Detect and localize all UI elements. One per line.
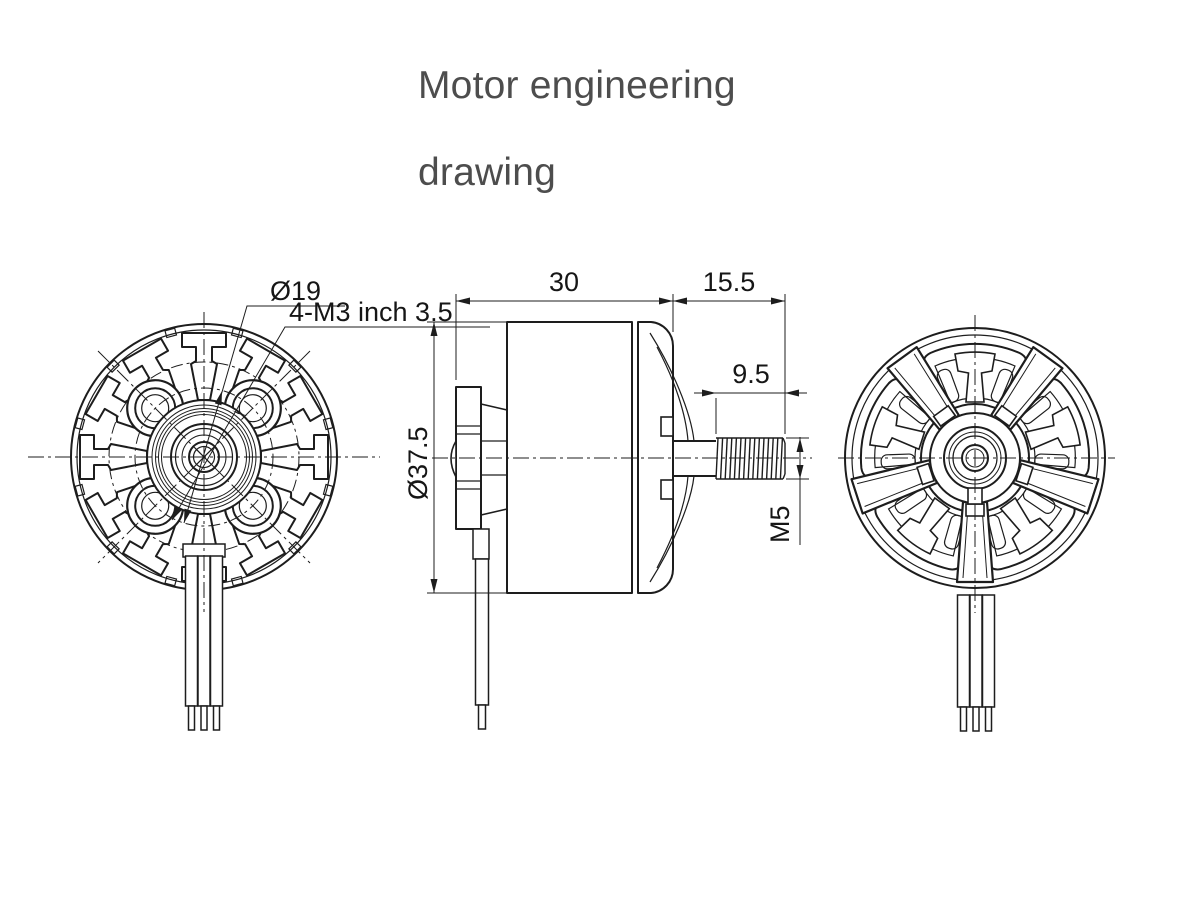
page-title-line2: drawing bbox=[418, 151, 556, 195]
rear-wires bbox=[956, 594, 996, 732]
front-centerlines bbox=[28, 312, 380, 612]
front-wires bbox=[182, 543, 226, 731]
shaft bbox=[660, 416, 786, 500]
rear-centerlines bbox=[838, 315, 1115, 613]
label-bolt-circle-dia: Ø19 bbox=[270, 276, 321, 306]
page-title: Motor engineering drawing bbox=[418, 64, 736, 195]
side-view-dimensions: 30 15.5 9.5 Ø37.5 M5 bbox=[403, 267, 809, 594]
dim-thread-length: 9.5 bbox=[732, 359, 770, 389]
front-view-labels: Ø19 4-M3 inch 3.5 bbox=[171, 276, 490, 524]
rear-view-drawing bbox=[838, 315, 1115, 732]
dim-body-diameter: Ø37.5 bbox=[403, 426, 433, 500]
dim-body-length: 30 bbox=[549, 267, 579, 297]
side-view-drawing bbox=[432, 321, 812, 730]
page-title-line1: Motor engineering bbox=[418, 64, 736, 107]
dim-thread-spec: M5 bbox=[765, 505, 795, 543]
dim-shaft-length: 15.5 bbox=[703, 267, 756, 297]
side-wire bbox=[472, 528, 490, 730]
label-mount-holes: 4-M3 inch 3.5 bbox=[289, 297, 453, 327]
front-view-drawing bbox=[28, 312, 380, 731]
